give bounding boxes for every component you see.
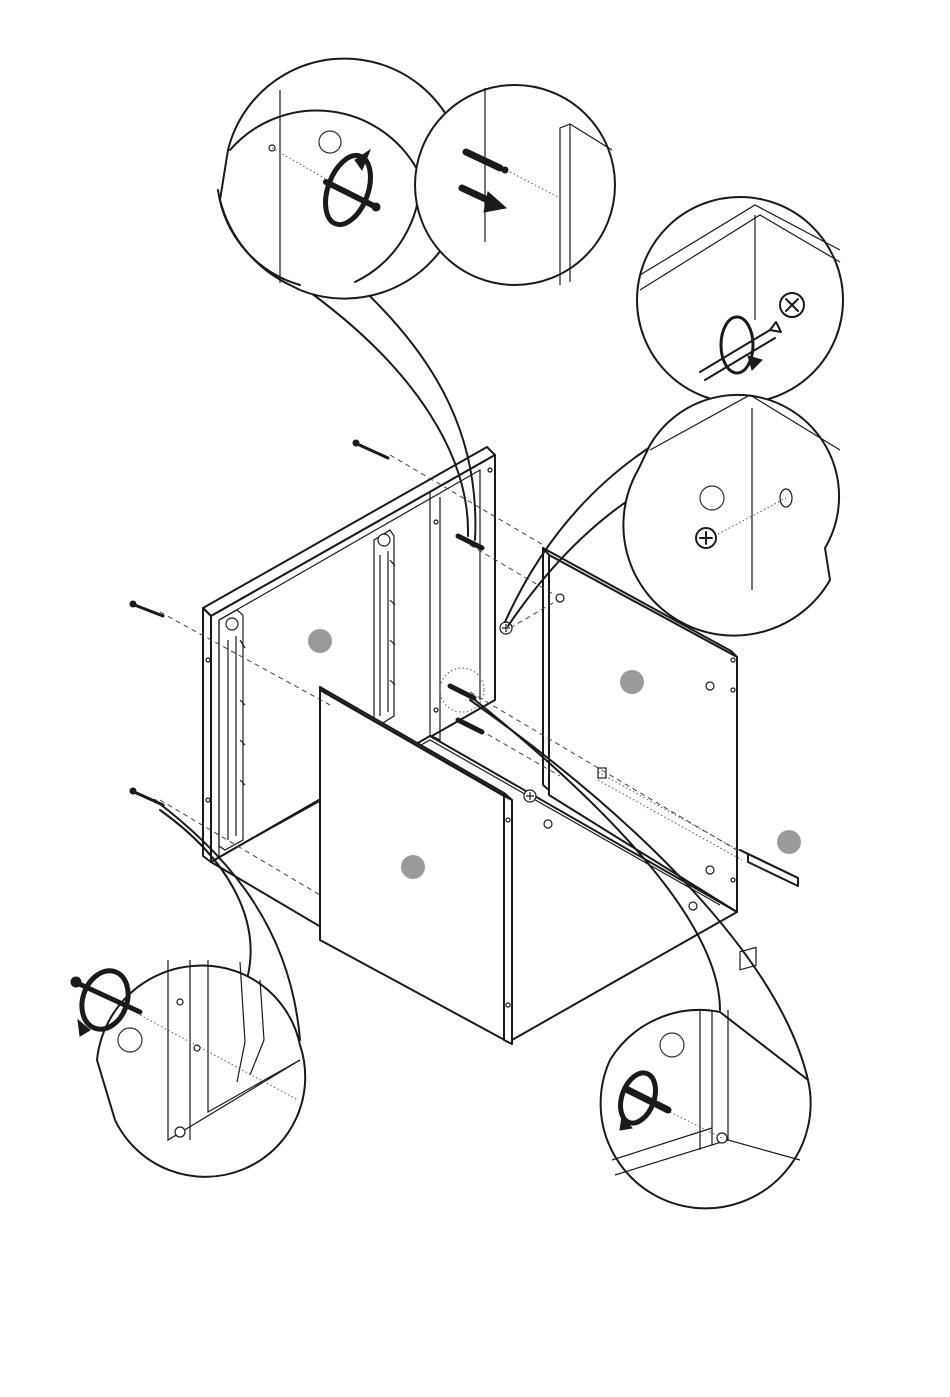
part-marker-front-side-panel [401,855,425,879]
callout-screwdriver-tighten [637,197,843,403]
part-marker-back-panel [308,629,332,653]
callout-dowel-insert [415,85,615,285]
screw-icon [130,601,163,616]
callout-cam-lock-insert [623,395,840,636]
phillips-screw-icon [780,293,804,317]
part-marker-rail [777,830,801,854]
dowel-icon [458,720,482,732]
callout-screw-left [71,960,305,1177]
part-marker-right-side-panel [620,670,644,694]
screw-icon [353,440,388,458]
callout-cam-lock-bottom [601,947,811,1208]
cam-lock-icon [524,790,536,802]
cam-lock-icon [696,528,716,548]
